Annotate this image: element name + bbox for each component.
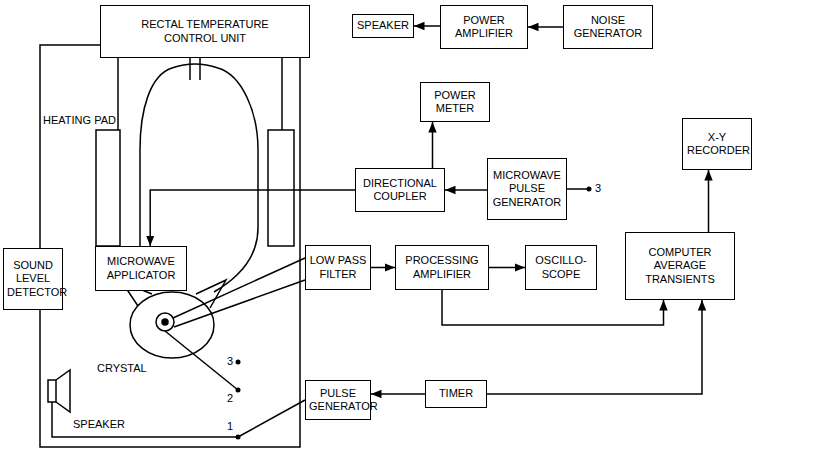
box-label: POWER AMPLIFIER bbox=[444, 14, 524, 40]
process-box: POWER METER bbox=[420, 82, 490, 122]
trigger-wire bbox=[567, 188, 588, 190]
box-label: SPEAKER bbox=[357, 19, 409, 32]
process-box: RECTAL TEMPERATURE CONTROL UNIT bbox=[100, 5, 310, 58]
box-label: COMPUTER AVERAGE TRANSIENTS bbox=[635, 246, 725, 286]
switch-contact bbox=[236, 360, 241, 365]
process-box: POWER AMPLIFIER bbox=[440, 5, 528, 49]
speaker-symbol bbox=[48, 380, 56, 402]
annotation-label: 2 bbox=[226, 392, 234, 405]
annotation-label: 1 bbox=[226, 420, 234, 433]
box-label: SOUND LEVEL DETECTOR bbox=[7, 259, 59, 299]
electrode-wire bbox=[174, 280, 305, 327]
cat-eye bbox=[156, 313, 174, 331]
process-box: MICROWAVE PULSE GENERATOR bbox=[487, 158, 567, 220]
crystal-wire bbox=[165, 331, 238, 390]
signal-connector bbox=[487, 300, 702, 394]
heating-pad bbox=[268, 130, 294, 246]
process-box: PULSE GENERATOR bbox=[305, 380, 371, 420]
process-box: DIRECTIONAL COUPLER bbox=[355, 168, 445, 212]
box-label: LOW PASS FILTER bbox=[309, 254, 367, 280]
switch-contact bbox=[587, 187, 592, 192]
box-label: MICROWAVE PULSE GENERATOR bbox=[491, 169, 563, 209]
process-box: MICROWAVE APPLICATOR bbox=[95, 246, 187, 291]
cat-pupil bbox=[162, 319, 168, 325]
process-box: LOW PASS FILTER bbox=[305, 245, 371, 290]
heating-pad-wire bbox=[281, 58, 283, 130]
signal-connector bbox=[371, 393, 425, 395]
box-label: DIRECTIONAL COUPLER bbox=[359, 177, 441, 203]
switch-arm bbox=[238, 400, 305, 437]
process-box: X-Y RECORDER bbox=[682, 118, 752, 170]
box-label: PROCESSING AMPLIFIER bbox=[399, 254, 485, 280]
speaker-wire bbox=[52, 402, 238, 437]
process-box: OSCILLO-SCOPE bbox=[525, 245, 597, 290]
box-label: TIMER bbox=[439, 387, 473, 400]
signal-connector bbox=[432, 122, 434, 168]
process-box: NOISE GENERATOR bbox=[563, 5, 653, 49]
annotation-label: 3 bbox=[594, 182, 602, 195]
electrode-wire bbox=[173, 258, 305, 318]
enclosure-outline bbox=[40, 45, 300, 447]
switch-contact bbox=[236, 388, 241, 393]
annotation-label: 3 bbox=[226, 355, 234, 368]
signal-connector bbox=[371, 267, 395, 269]
cat-head bbox=[130, 292, 214, 358]
signal-connector bbox=[489, 267, 525, 269]
speaker-symbol bbox=[56, 370, 70, 412]
rectal-probe-wire bbox=[189, 58, 191, 80]
box-label: X-Y RECORDER bbox=[687, 131, 747, 157]
signal-connector bbox=[150, 190, 355, 246]
heating-pad-wire bbox=[117, 58, 119, 130]
annotation-label: CRYSTAL bbox=[96, 362, 148, 375]
annotation-label: SPEAKER bbox=[72, 418, 126, 431]
heating-pad bbox=[96, 130, 120, 246]
process-box: PROCESSING AMPLIFIER bbox=[395, 245, 489, 290]
switch-contact bbox=[236, 435, 241, 440]
annotation-label: HEATING PAD bbox=[42, 114, 117, 127]
process-box: TIMER bbox=[425, 380, 487, 408]
box-label: RECTAL TEMPERATURE CONTROL UNIT bbox=[135, 18, 275, 44]
process-box: SOUND LEVEL DETECTOR bbox=[3, 248, 63, 310]
rectal-probe-wire bbox=[199, 58, 201, 80]
signal-connector bbox=[708, 170, 710, 232]
box-label: MICROWAVE APPLICATOR bbox=[99, 255, 183, 281]
box-label: PULSE GENERATOR bbox=[309, 387, 367, 413]
signal-connector bbox=[528, 26, 563, 28]
box-label: OSCILLO-SCOPE bbox=[530, 254, 592, 280]
signal-connector bbox=[445, 189, 487, 191]
process-box: SPEAKER bbox=[352, 14, 414, 38]
process-box: COMPUTER AVERAGE TRANSIENTS bbox=[625, 232, 735, 300]
box-label: NOISE GENERATOR bbox=[568, 14, 648, 40]
box-label: POWER METER bbox=[425, 89, 485, 115]
signal-connector bbox=[414, 25, 440, 27]
